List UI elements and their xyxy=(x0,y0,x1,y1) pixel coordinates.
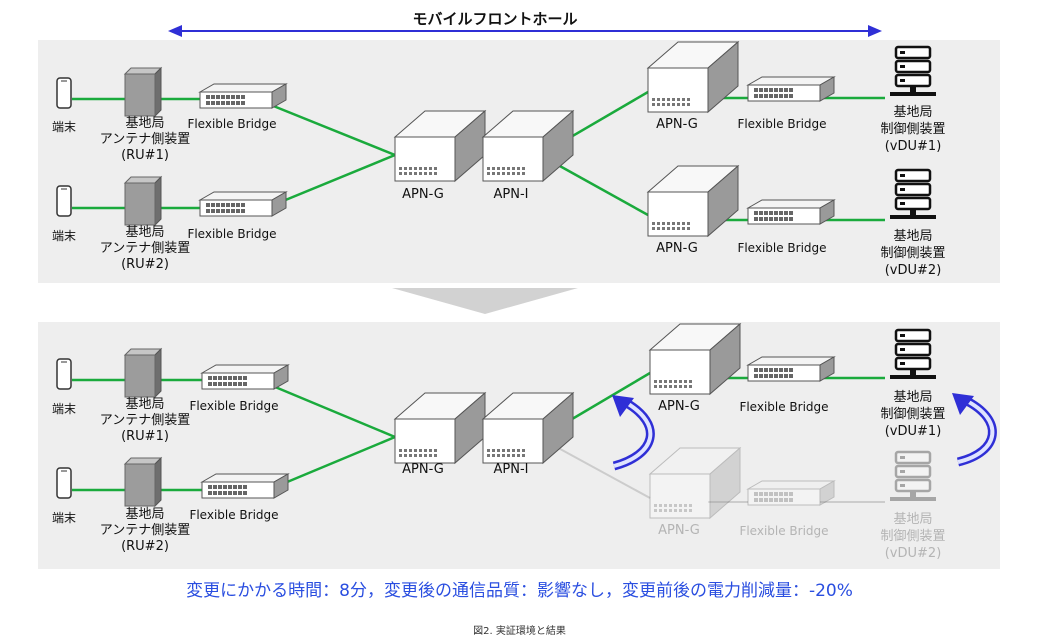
ru2-label-line2: アンテナ側装置 xyxy=(100,523,190,538)
terminal-icon xyxy=(56,77,72,109)
result-summary: 変更にかかる時間：8分，変更後の通信品質：影響なし，変更前後の電力削減量：-20… xyxy=(186,581,853,601)
flexible-bridge-icon xyxy=(747,356,835,382)
fronthaul-span-arrow xyxy=(168,25,882,37)
flexible-bridge-icon xyxy=(747,76,835,102)
apn-g-label: APN-G xyxy=(658,399,700,414)
ru1-label-line1: 基地局 xyxy=(125,116,164,131)
ru-device-icon xyxy=(124,176,162,226)
ru-device-icon xyxy=(124,348,162,398)
vdu2-label-line1: 基地局 xyxy=(893,512,932,527)
ru-device-icon xyxy=(124,457,162,507)
transition-arrow-down xyxy=(392,288,578,314)
flexible-bridge-icon xyxy=(747,480,835,506)
terminal-icon xyxy=(56,358,72,390)
flexible-bridge-label: Flexible Bridge xyxy=(739,524,828,538)
figure-caption: 図2. 実証環境と結果 xyxy=(473,626,566,637)
ru1-label-line3: (RU#1) xyxy=(121,429,169,444)
terminal-label: 端末 xyxy=(52,402,76,416)
ru2-label-line1: 基地局 xyxy=(125,507,164,522)
apn-i-label: APN-I xyxy=(494,187,529,202)
vdu1-label-line1: 基地局 xyxy=(893,105,932,120)
flexible-bridge-icon xyxy=(747,199,835,225)
flexible-bridge-label: Flexible Bridge xyxy=(187,227,276,241)
flexible-bridge-label: Flexible Bridge xyxy=(737,117,826,131)
ru1-label-line2: アンテナ側装置 xyxy=(100,413,190,428)
terminal-icon xyxy=(56,185,72,217)
flexible-bridge-label: Flexible Bridge xyxy=(739,400,828,414)
apn-g-label: APN-G xyxy=(656,117,698,132)
apn-i-label: APN-I xyxy=(494,462,529,477)
vdu1-label-line3: (vDU#1) xyxy=(885,139,942,154)
vdu1-label-line3: (vDU#1) xyxy=(885,424,942,439)
apn-g-label: APN-G xyxy=(656,241,698,256)
flexible-bridge-icon xyxy=(199,191,287,217)
vdu2-label-line2: 制御側装置 xyxy=(880,529,945,544)
flexible-bridge-icon xyxy=(201,364,289,390)
apn-g-label: APN-G xyxy=(658,523,700,538)
vdu1-label-line2: 制御側装置 xyxy=(880,407,945,422)
vdu2-label-line2: 制御側装置 xyxy=(880,246,945,261)
terminal-label: 端末 xyxy=(52,120,76,134)
flexible-bridge-icon xyxy=(201,473,289,499)
ru2-label-line2: アンテナ側装置 xyxy=(100,241,190,256)
ru1-label-line2: アンテナ側装置 xyxy=(100,132,190,147)
vdu1-label-line2: 制御側装置 xyxy=(880,122,945,137)
apn-g-label: APN-G xyxy=(402,187,444,202)
flexible-bridge-icon xyxy=(199,83,287,109)
links-after xyxy=(72,371,885,492)
vdu1-label-line1: 基地局 xyxy=(893,390,932,405)
flexible-bridge-label: Flexible Bridge xyxy=(187,117,276,131)
apn-g-label: APN-G xyxy=(402,462,444,477)
ru2-label-line3: (RU#2) xyxy=(121,257,169,272)
vdu2-label-line3: (vDU#2) xyxy=(885,546,942,561)
flexible-bridge-label: Flexible Bridge xyxy=(189,399,278,413)
flexible-bridge-label: Flexible Bridge xyxy=(737,241,826,255)
flexible-bridge-label: Flexible Bridge xyxy=(189,508,278,522)
ru2-label-line3: (RU#2) xyxy=(121,539,169,554)
ru-device-icon xyxy=(124,67,162,117)
ru1-label-line3: (RU#1) xyxy=(121,148,169,163)
vdu2-label-line3: (vDU#2) xyxy=(885,263,942,278)
vdu2-label-line1: 基地局 xyxy=(893,229,932,244)
ru1-label-line1: 基地局 xyxy=(125,397,164,412)
terminal-label: 端末 xyxy=(52,229,76,243)
terminal-label: 端末 xyxy=(52,511,76,525)
terminal-icon xyxy=(56,467,72,499)
ru2-label-line1: 基地局 xyxy=(125,225,164,240)
fronthaul-title: モバイルフロントホール xyxy=(412,10,577,28)
